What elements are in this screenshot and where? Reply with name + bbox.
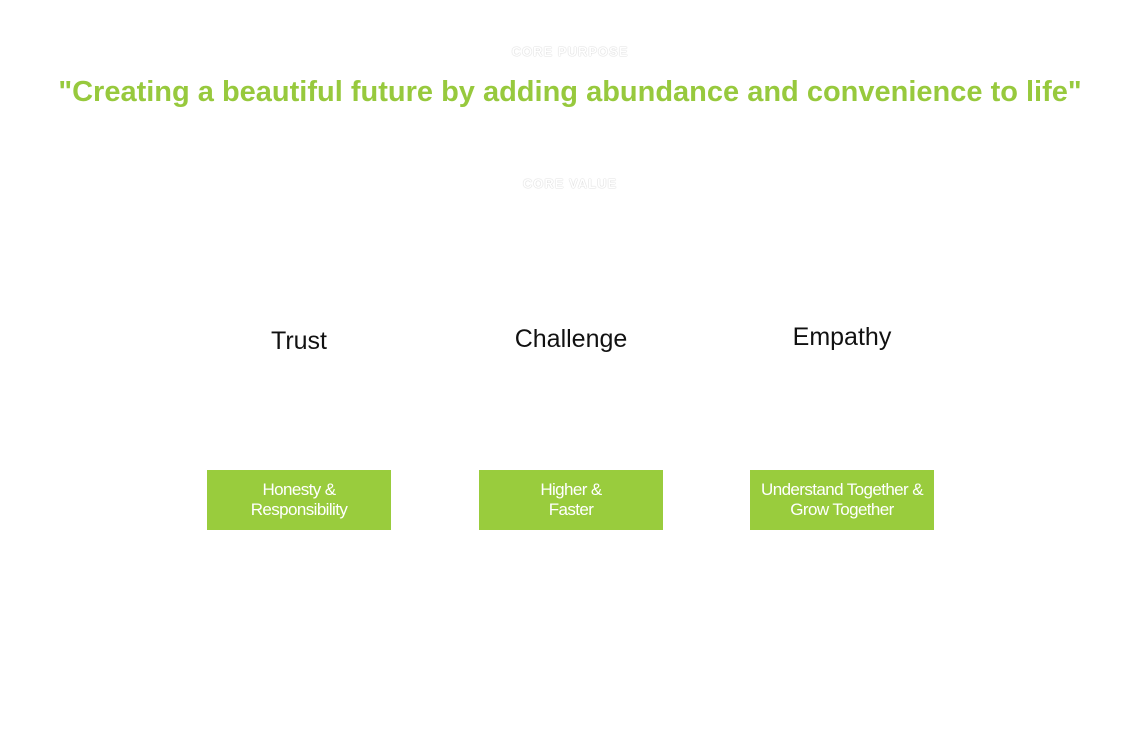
value-description-line: Understand Together &: [761, 480, 924, 499]
value-box-empathy: Understand Together & Grow Together: [750, 470, 934, 530]
core-value-label: CORE VALUE: [522, 176, 618, 191]
value-description-line: Higher &: [540, 480, 602, 499]
value-title: Challenge: [514, 325, 628, 353]
value-title-empathy: Empathy: [750, 321, 934, 353]
core-purpose-label: CORE PURPOSE: [511, 44, 629, 59]
value-box-challenge: Higher & Faster: [479, 470, 663, 530]
value-title: Empathy: [792, 323, 892, 351]
value-box-trust: Honesty & Responsibility: [207, 470, 391, 530]
value-title: Trust: [270, 327, 328, 355]
value-title-challenge: Challenge: [479, 323, 663, 355]
value-description-line: Honesty &: [262, 480, 336, 499]
mission-statement: "Creating a beautiful future by adding a…: [58, 76, 1082, 108]
value-title-trust: Trust: [207, 325, 391, 357]
value-description-line: Faster: [548, 500, 594, 519]
value-description-line: Responsibility: [250, 500, 348, 519]
value-description-line: Grow Together: [790, 500, 894, 519]
